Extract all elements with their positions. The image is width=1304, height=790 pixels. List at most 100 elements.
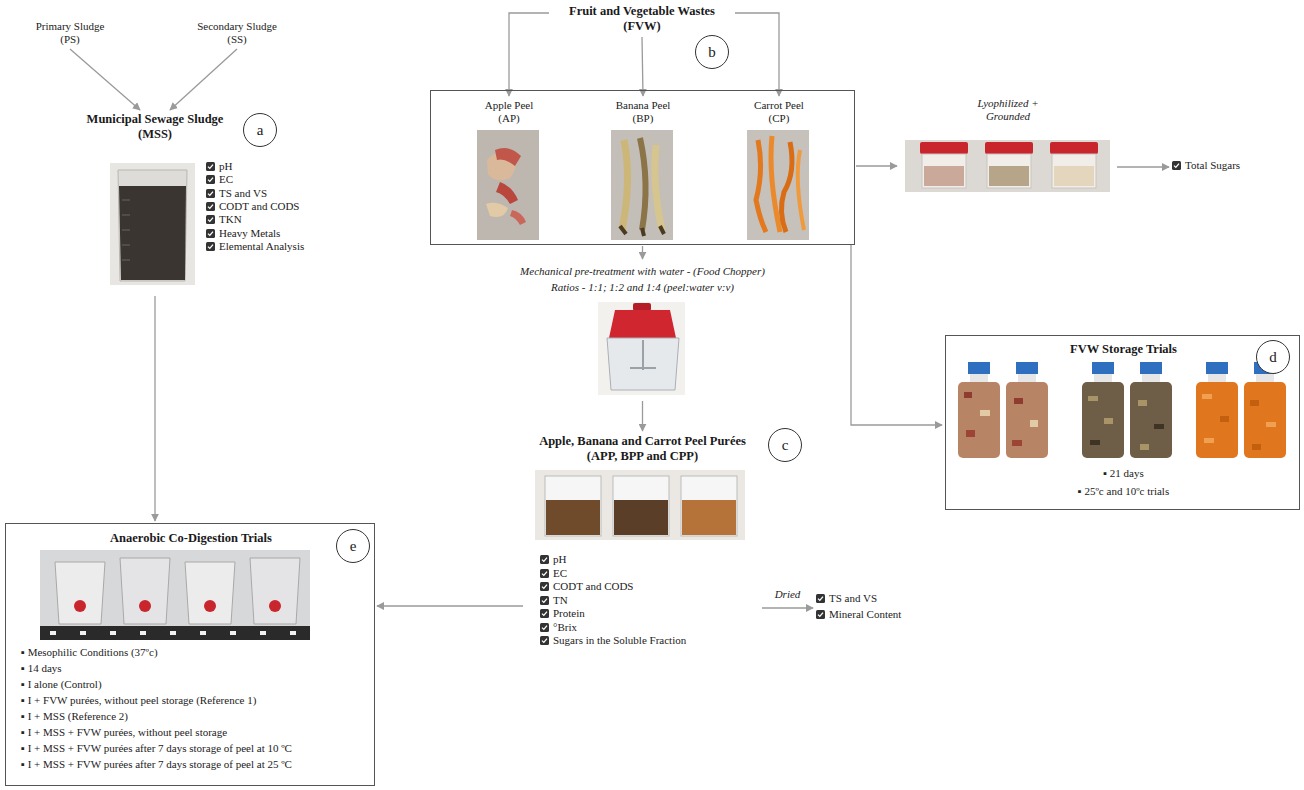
apple-peel-photo	[477, 130, 539, 240]
storage-bottles-photo	[1154, 424, 1164, 429]
lyophilized-jars-photo	[1050, 142, 1098, 154]
storage-bottles-photo	[1256, 374, 1274, 382]
checkbox-icon	[206, 229, 215, 238]
checkbox-icon	[540, 596, 549, 605]
node-text: ▪ 21 days	[946, 467, 1301, 480]
storage-bottles-photo	[1092, 362, 1114, 374]
storage-bottles-photo	[1252, 444, 1261, 450]
checkbox-icon	[542, 571, 547, 575]
storage-bottles-photo	[970, 374, 988, 382]
checkbox-icon	[816, 610, 825, 619]
checkbox-icon	[542, 585, 547, 589]
checkbox-icon	[208, 204, 213, 208]
puree-beakers-photo	[535, 470, 745, 540]
checkbox-icon	[818, 597, 823, 601]
checkbox-icon	[206, 202, 215, 211]
node-text: ▪ Mesophilic Conditions (37ºc)	[21, 646, 371, 659]
panel-letter: b	[708, 45, 716, 60]
storage-bottles-photo	[1014, 398, 1023, 404]
panel-letter-circle: e	[336, 529, 370, 563]
storage-bottles-photo	[1138, 400, 1147, 406]
checklist-item: Sugars in the Soluble Fraction	[540, 634, 686, 647]
checklist-text: EC	[219, 173, 233, 186]
digestion-bags-photo	[40, 626, 310, 640]
flow-arrow	[154, 296, 155, 521]
checkbox-icon	[542, 639, 547, 643]
flow-arrow	[642, 401, 643, 431]
storage-bottles-photo	[1006, 382, 1048, 458]
panel-box: Apple Peel (AP)Banana Peel (BP)Carrot Pe…	[430, 90, 855, 245]
checkbox-icon	[206, 162, 215, 171]
flow-arrow	[642, 246, 643, 259]
checklist-text: Elemental Analysis	[219, 240, 304, 253]
checklist-item: Total Sugars	[1172, 159, 1240, 172]
banana-peel-photo	[620, 226, 664, 236]
checklist-item: °Brix	[540, 621, 577, 634]
storage-bottles-photo	[964, 392, 972, 398]
carrot-peel-photo	[771, 136, 780, 232]
checkbox-icon	[206, 189, 215, 198]
apple-peel-photo	[510, 210, 526, 225]
apple-peel-photo	[486, 203, 508, 217]
text-node: Lyophilized + Grounded	[900, 97, 1115, 195]
storage-bottles-photo	[1140, 362, 1162, 374]
apple-peel-photo	[495, 148, 521, 166]
food-chopper-photo	[607, 338, 679, 390]
checkbox-icon	[540, 569, 549, 578]
checklist-item: CODT and CODS	[206, 200, 299, 213]
checklist-text: Sugars in the Soluble Fraction	[553, 634, 686, 647]
checklist-item: CODT and CODS	[540, 580, 633, 593]
carrot-peel-photo	[798, 150, 804, 230]
sludge-beaker-photo	[110, 163, 195, 285]
storage-bottles-photo	[1220, 416, 1229, 422]
digestion-bags-photo	[40, 550, 310, 640]
checkbox-icon	[540, 555, 549, 564]
puree-beakers-photo	[614, 500, 668, 535]
digestion-bags-photo	[120, 558, 170, 624]
panel-letter: a	[257, 123, 264, 138]
checkbox-icon	[206, 175, 215, 184]
node-title: Anaerobic Co-Digestion Trials	[6, 531, 376, 546]
sludge-beaker-photo	[118, 170, 187, 281]
checkbox-icon	[540, 609, 549, 618]
digestion-bags-photo	[250, 558, 300, 624]
flow-arrow	[377, 605, 523, 606]
text-node: Mechanical pre-treatment with water - (F…	[470, 262, 815, 400]
checklist-item: TKN	[206, 213, 242, 226]
food-chopper-photo	[633, 303, 651, 311]
checkbox-icon	[542, 598, 547, 602]
storage-bottles-photo	[1090, 440, 1100, 445]
checkbox-icon	[208, 178, 213, 182]
checklist-text: °Brix	[553, 621, 577, 634]
flow-arrow	[170, 49, 237, 110]
storage-bottles-photo	[1030, 420, 1038, 427]
carrot-peel-photo	[781, 142, 792, 232]
checklist-item: TS and VS	[816, 592, 901, 605]
checkbox-icon	[206, 215, 215, 224]
node-text: ▪ I + MSS + FVW purées, without peel sto…	[21, 726, 371, 739]
panel-letter: d	[1269, 350, 1277, 365]
flow-arrow	[70, 49, 140, 110]
storage-bottles-photo	[1140, 444, 1149, 450]
node-title: Fruit and Vegetable Wastes (FVW)	[552, 4, 732, 34]
food-chopper-photo	[609, 310, 676, 338]
checkbox-icon	[540, 596, 549, 605]
checkbox-icon	[1172, 161, 1181, 170]
node-text: ▪ I + MSS + FVW purées after 7 days stor…	[21, 758, 371, 771]
storage-bottles-photo	[1012, 440, 1022, 446]
lyophilized-jars-photo	[1052, 154, 1096, 188]
flow-arrow	[735, 13, 779, 96]
flow-arrow	[851, 245, 942, 425]
node-title: Secondary Sludge (SS)	[190, 20, 284, 46]
node-text: Mineral Content	[829, 608, 901, 621]
carrot-peel-photo	[747, 130, 809, 240]
text-node: TS and VS Mineral Content	[816, 592, 901, 624]
checklist-item: TN	[540, 594, 568, 607]
storage-bottles-photo	[1094, 374, 1112, 382]
node-text: ▪ I alone (Control)	[21, 678, 371, 691]
flow-arrow	[1117, 166, 1169, 167]
digestion-bags-photo	[40, 550, 310, 640]
lyophilized-jars-photo	[985, 142, 1033, 154]
checkbox-icon	[1172, 161, 1181, 170]
